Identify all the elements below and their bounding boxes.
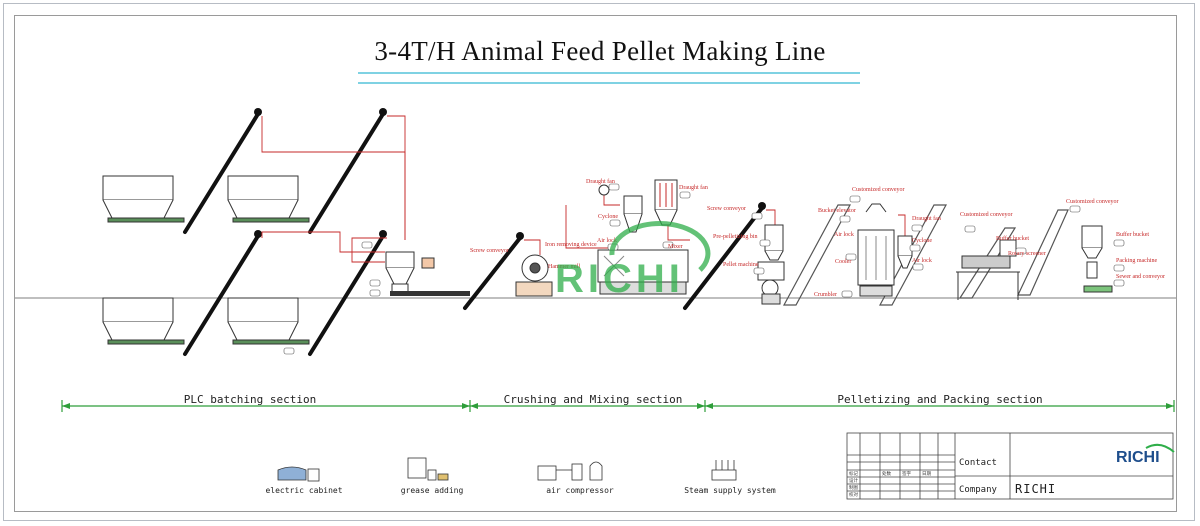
title-block-row-label: 制图 [849, 484, 858, 491]
conveyor-head [758, 202, 766, 210]
title-block-row-label: 校对 [849, 491, 858, 498]
label-screw-conveyor: Screw conveyor [470, 248, 509, 254]
conveyor-head [379, 108, 387, 116]
conveyor-head [379, 230, 387, 238]
label-hammer-mill: Hammer mill [548, 264, 580, 270]
label-crumbler: Crumbler [814, 292, 837, 298]
grease-adding-icon [407, 457, 449, 481]
legend-label-grease-adding: grease adding [400, 486, 464, 495]
label-draught-fan: Draught fan [586, 178, 615, 185]
conveyor-head [254, 108, 262, 116]
cyclone [897, 235, 913, 269]
rotary-screener [956, 255, 1020, 300]
title-underline [358, 72, 860, 74]
drawing-outer-frame [3, 3, 1195, 521]
label-screw-conveyor: Screw conveyor [707, 206, 746, 212]
label-air-lock: Air lock [834, 232, 854, 238]
label-iron-removing-device: Iron removing device [545, 242, 597, 248]
conveyor-head [254, 230, 262, 238]
label-buffer-bucket: Buffer bucket [1116, 231, 1149, 238]
label-cyclone: Cyclone [912, 238, 932, 244]
watermark-text: RICHI [555, 257, 684, 301]
conveyor-head [516, 232, 524, 240]
label-customized-conveyor: Customized conveyor [1066, 199, 1119, 205]
title-block-company-value: RICHI [1015, 482, 1057, 496]
draught-fan [598, 184, 610, 196]
batching-bin [102, 297, 185, 345]
title-block-col-label: 处数 [882, 470, 891, 477]
buffer-bucket [999, 225, 1103, 259]
legend-label-steam-supply: Steam supply system [684, 486, 776, 495]
richi-logo-text: RICHI [1116, 449, 1160, 466]
screw-conveyor [183, 112, 764, 356]
label-pellet-machine: Pellet machine [723, 262, 759, 268]
callout-tags [283, 183, 1125, 355]
label-air-lock: Air lock [912, 258, 932, 264]
legend-label-electric-cabinet: electric cabinet [265, 486, 343, 495]
drawing-inner-frame [14, 15, 1177, 512]
title-block-col-label: 日期 [922, 471, 931, 477]
batching-scale [385, 251, 435, 295]
title-block-company-label: Company [959, 485, 997, 495]
label-cooler: Cooler [835, 259, 851, 265]
pipe-lines [261, 115, 906, 263]
air-compressor-icon [537, 461, 603, 481]
watermark-logo: RICHI [555, 220, 711, 301]
label-sewer-and-conveyor: Sewer and conveyor [1116, 274, 1165, 280]
legend-label-air-compressor: air compressor [546, 486, 614, 495]
packing-machine [1083, 261, 1113, 293]
title-block-row-label: 标记 [849, 470, 858, 477]
mixer [597, 249, 689, 295]
steam-supply-icon [711, 460, 737, 481]
label-bucket-elevator: Bucket elevator [818, 208, 856, 214]
label-cyclone: Cyclone [598, 214, 618, 220]
title-block-contact-label: Contact [959, 458, 997, 468]
label-rotary-screener: Rotary screener [1008, 251, 1046, 257]
horizontal-screw-conveyor [390, 291, 470, 296]
batching-bin [227, 297, 310, 345]
label-customized-conveyor: Customized conveyor [852, 187, 905, 193]
section-label-plc-batching: PLC batching section [183, 393, 317, 406]
pellet-machine [757, 261, 785, 305]
label-draught-fan: Draught fan [679, 184, 708, 191]
title-underline-2 [358, 82, 860, 84]
section-label-crushing-mixing: Crushing and Mixing section [503, 393, 683, 406]
batching-bin [227, 175, 310, 223]
title-block-col-label: 签字 [902, 470, 911, 476]
title-block [846, 432, 1174, 500]
label-mixer: Mixer [668, 244, 683, 250]
batching-bin [102, 175, 185, 223]
label-packing-machine: Packing machine [1116, 258, 1157, 264]
section-label-pelletizing-packing: Pelletizing and Packing section [837, 393, 1043, 406]
richi-logo: RICHI [1116, 443, 1175, 466]
label-air-lock: Air lock [597, 238, 617, 244]
page-title: 3-4T/H Animal Feed Pellet Making Line [374, 36, 826, 66]
title-block-row-label: 设计 [849, 477, 858, 484]
label-draught-fan: Draught fan [912, 215, 941, 222]
label-customized-conveyor: Customized conveyor [960, 212, 1013, 218]
bucket-elevator [782, 204, 1069, 306]
cooler [857, 203, 895, 297]
pulse-dust-filter [654, 179, 678, 226]
label-pre-pelletizing-bin: Pre-pelletizing bin [713, 234, 758, 240]
electric-cabinet-icon [277, 466, 320, 482]
label-buffer-bucket: Buffer bucket [996, 235, 1029, 242]
hammer-mill [515, 254, 553, 297]
cyclone [623, 195, 643, 233]
